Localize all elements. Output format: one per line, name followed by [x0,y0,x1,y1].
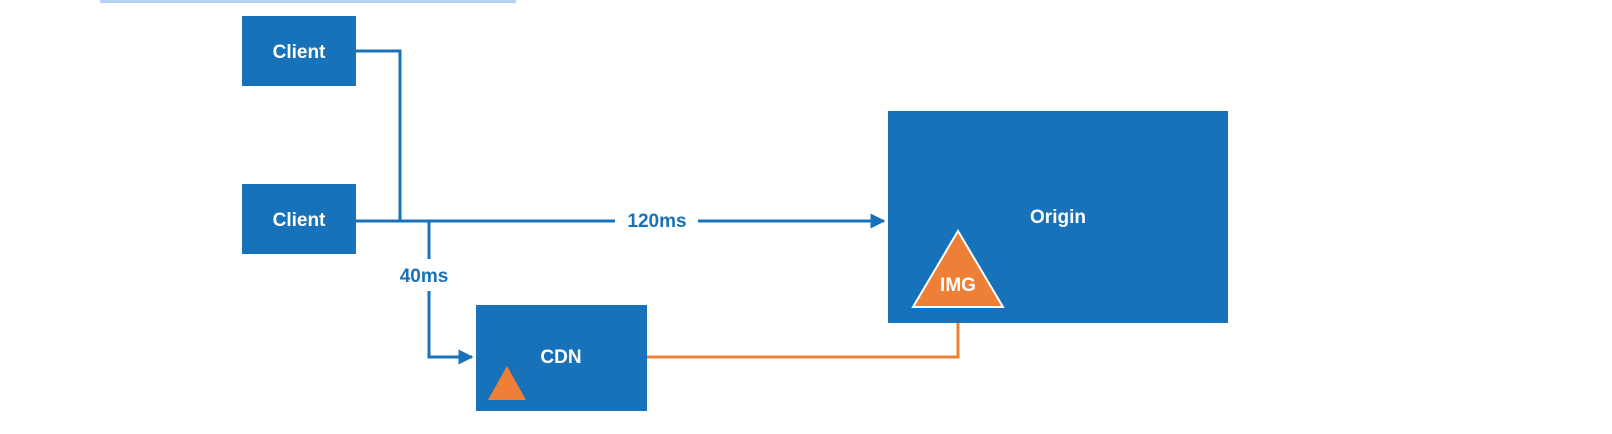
node-client-bottom: Client [242,184,356,254]
edge-label-120ms: 120ms [627,211,686,232]
node-client-top: Client [242,16,356,86]
node-cdn: CDN [476,305,647,411]
origin-label: Origin [1030,207,1086,228]
origin-image-label: IMG [940,275,976,296]
edge-label-40ms: 40ms [400,266,449,287]
cdn-image-triangle-icon [488,366,526,400]
origin-image-triangle-icon [911,229,1005,308]
client-bottom-label: Client [273,210,326,231]
client-top-label: Client [273,42,326,63]
top-highlight-strip [100,0,516,3]
client-top-box [242,16,356,86]
connector-group [356,49,886,365]
cdn-label: CDN [540,347,581,368]
node-origin: Origin IMG [888,111,1228,323]
client-bottom-box [242,184,356,254]
connector-client-top [356,49,402,221]
connector-to-cdn-lower [427,291,474,365]
